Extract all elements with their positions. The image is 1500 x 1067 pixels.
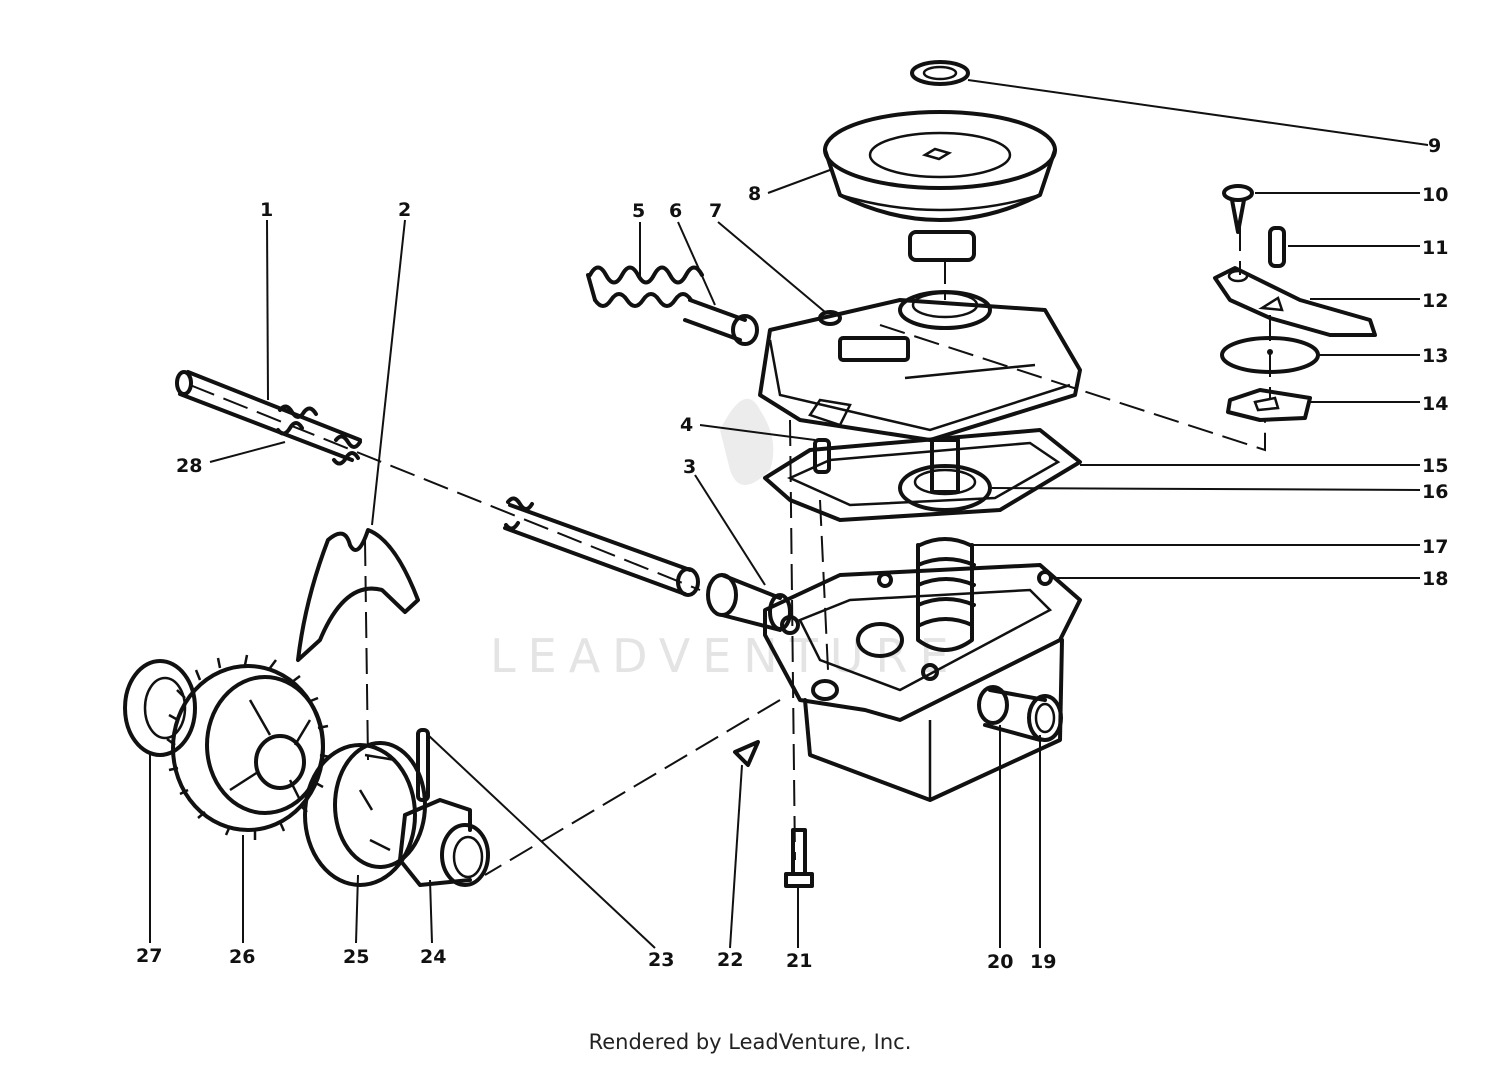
callout-10: 10 <box>1422 184 1448 206</box>
part-11-pin <box>1268 226 1286 268</box>
callout-18: 18 <box>1422 568 1448 590</box>
callout-9: 9 <box>1428 135 1441 157</box>
part-12-shift-lever <box>1213 266 1377 337</box>
callout-7: 7 <box>709 200 722 222</box>
part-1-axle-shaft <box>175 370 700 597</box>
part-17-worm-gear <box>916 537 976 652</box>
callout-24: 24 <box>420 946 446 968</box>
part-4-dowel-pin <box>813 438 831 474</box>
callout-5: 5 <box>632 200 645 222</box>
part-3-bearing <box>706 573 792 632</box>
callout-12: 12 <box>1422 290 1448 312</box>
part-21-bolt <box>784 828 814 888</box>
callout-26: 26 <box>229 946 255 968</box>
callout-21: 21 <box>786 950 812 972</box>
callout-16: 16 <box>1422 481 1448 503</box>
part-6-shift-rod <box>683 298 759 346</box>
callout-13: 13 <box>1422 345 1448 367</box>
alignment-lines <box>189 225 1271 876</box>
callout-15: 15 <box>1422 455 1448 477</box>
part-18-gear-case <box>763 563 1082 802</box>
part-8-pulley <box>823 110 1057 262</box>
callout-23: 23 <box>648 949 674 971</box>
callouts: 1 2 3 4 5 6 7 8 9 10 11 12 13 14 15 16 1… <box>136 135 1448 973</box>
part-22-screw <box>733 740 760 767</box>
callout-20: 20 <box>987 951 1013 973</box>
part-9-washer <box>910 60 970 86</box>
callout-14: 14 <box>1422 393 1448 415</box>
part-19-20-bushing <box>977 685 1063 742</box>
part-28-spline <box>276 404 534 531</box>
callout-4: 4 <box>680 414 693 436</box>
callout-19: 19 <box>1030 951 1056 973</box>
callout-27: 27 <box>136 945 162 967</box>
callout-1: 1 <box>260 199 273 221</box>
callout-28: 28 <box>176 455 202 477</box>
part-16-bearing <box>898 438 992 512</box>
part-7-housing-cover <box>758 290 1082 442</box>
part-5-spring <box>586 265 704 308</box>
callout-17: 17 <box>1422 536 1448 558</box>
part-24-clutch <box>398 728 490 887</box>
part-14-plate <box>1226 388 1312 422</box>
callout-22: 22 <box>717 949 743 971</box>
footer-credit: Rendered by LeadVenture, Inc. <box>588 1030 912 1054</box>
part-26-gear <box>166 654 331 840</box>
leader-lines <box>149 79 1429 949</box>
callout-11: 11 <box>1422 237 1448 259</box>
callout-3: 3 <box>683 456 696 478</box>
callout-2: 2 <box>398 199 411 221</box>
callout-6: 6 <box>669 200 682 222</box>
callout-25: 25 <box>343 946 369 968</box>
callout-8: 8 <box>748 183 761 205</box>
part-2-shift-fork <box>296 528 420 662</box>
part-27-washer <box>123 659 197 757</box>
part-10-screw <box>1222 184 1254 234</box>
